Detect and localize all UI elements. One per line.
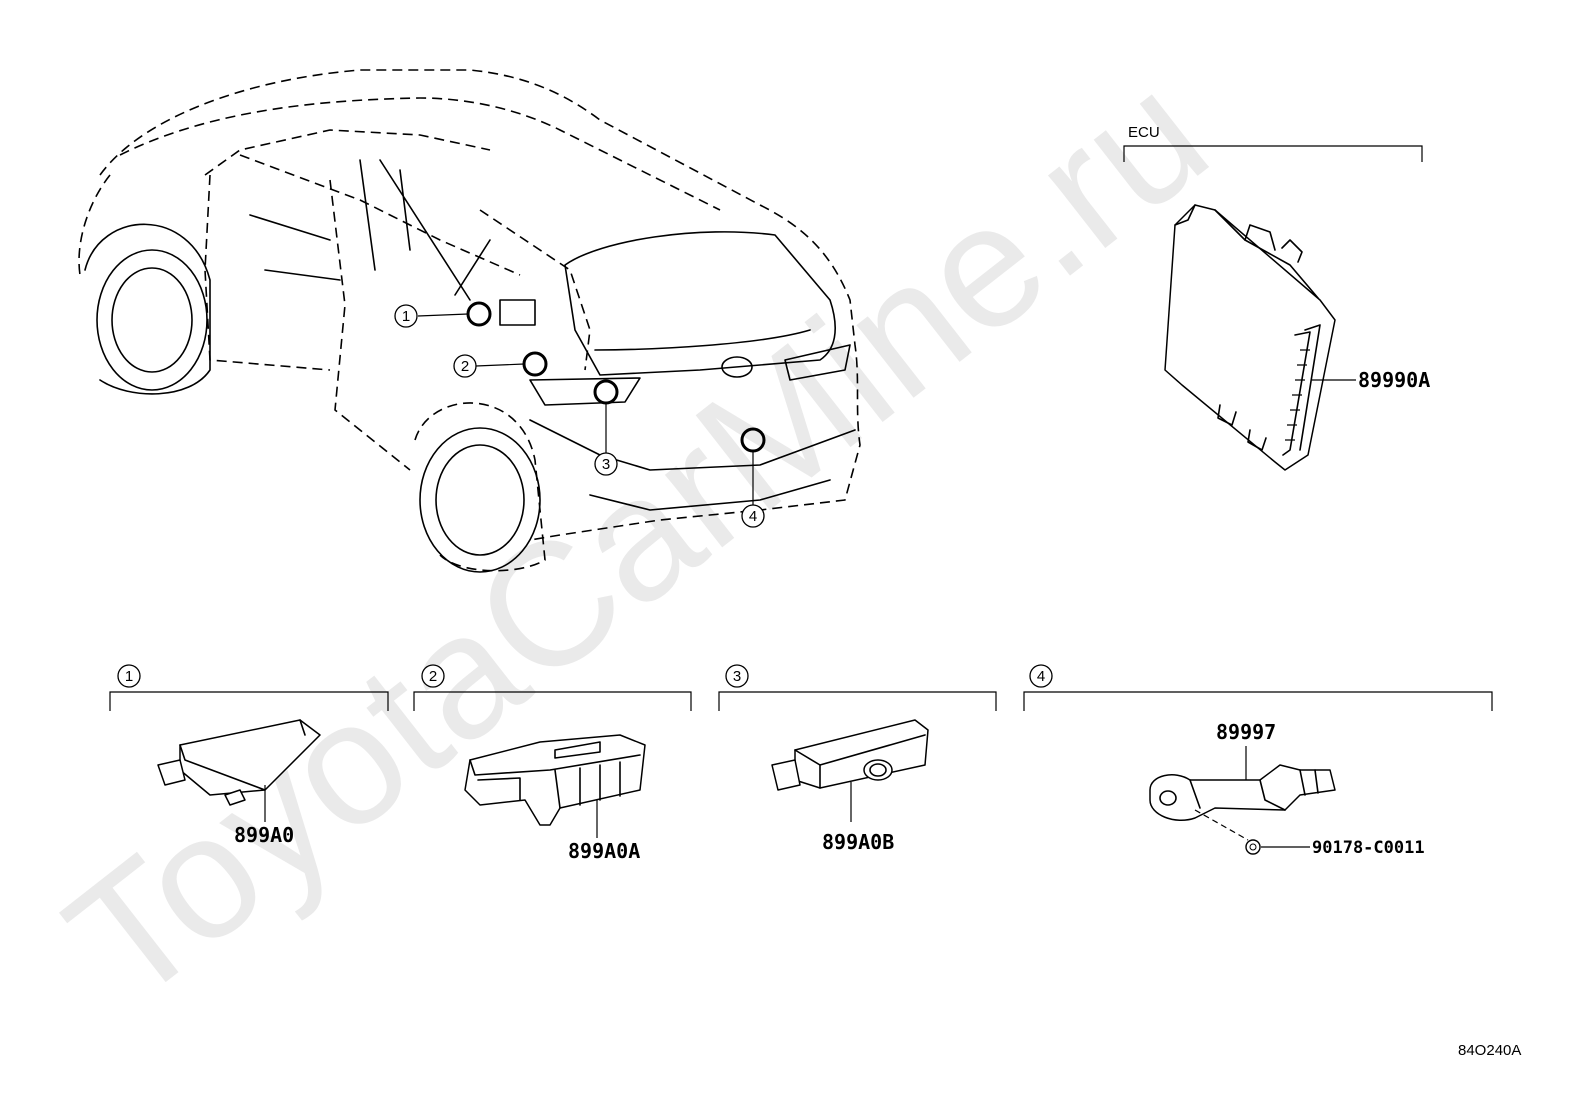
detail-3-number: 3 [733, 668, 741, 685]
clip-90178-drawing [1245, 839, 1261, 855]
vehicle-illustration [78, 69, 861, 573]
vehicle-callouts: 1 2 3 4 [394, 301, 766, 528]
ecu-module-drawing [1164, 204, 1336, 471]
callout-bubble-4 [741, 504, 765, 528]
detail-4-number: 4 [1037, 668, 1045, 685]
antenna-89997-drawing [1149, 764, 1336, 821]
sensor-899A0-drawing [157, 719, 321, 806]
detail-3: 3 899A0B [718, 664, 997, 854]
detail-4: 4 89997 90178-C0011 [1023, 664, 1493, 858]
detail-1-bracket [109, 691, 389, 711]
part-number-899A0[interactable]: 899A0 [234, 823, 294, 847]
drawing-reference: 84O240A [1458, 1042, 1521, 1059]
callout-number-2: 2 [461, 358, 469, 375]
location-marker-3 [593, 379, 619, 405]
watermark: ToyotaCarMine.ru [33, 36, 1241, 1040]
part-number-899A0A[interactable]: 899A0A [568, 839, 640, 863]
ecu-bracket [1123, 145, 1423, 162]
detail-1: 1 899A0 [109, 664, 389, 847]
location-marker-1 [466, 301, 492, 327]
part-number-899A0B[interactable]: 899A0B [822, 830, 894, 854]
location-marker-2 [522, 351, 548, 377]
ecu-group-label: ECU [1128, 124, 1160, 141]
callout-number-3: 3 [602, 456, 610, 473]
part-number-89997[interactable]: 89997 [1216, 720, 1276, 744]
ecu-group: ECU 89990A [1123, 124, 1430, 471]
callout-number-4: 4 [749, 508, 757, 525]
part-number-90178-C0011[interactable]: 90178-C0011 [1312, 838, 1425, 858]
detail-2: 2 899A0A [413, 664, 692, 863]
detail-3-bracket [718, 691, 997, 711]
sensor-899A0B-drawing [771, 719, 929, 791]
detail-2-bracket [413, 691, 692, 711]
callout-bubble-2 [453, 354, 477, 378]
callout-number-1: 1 [402, 308, 410, 325]
detail-4-bracket [1023, 691, 1493, 711]
callout-bubble-3 [594, 452, 618, 476]
detail-1-number: 1 [125, 668, 133, 685]
callout-bubble-1 [394, 304, 418, 328]
detail-2-number: 2 [429, 668, 437, 685]
sensor-899A0A-drawing [464, 734, 646, 826]
part-number-89990A[interactable]: 89990A [1358, 368, 1430, 392]
